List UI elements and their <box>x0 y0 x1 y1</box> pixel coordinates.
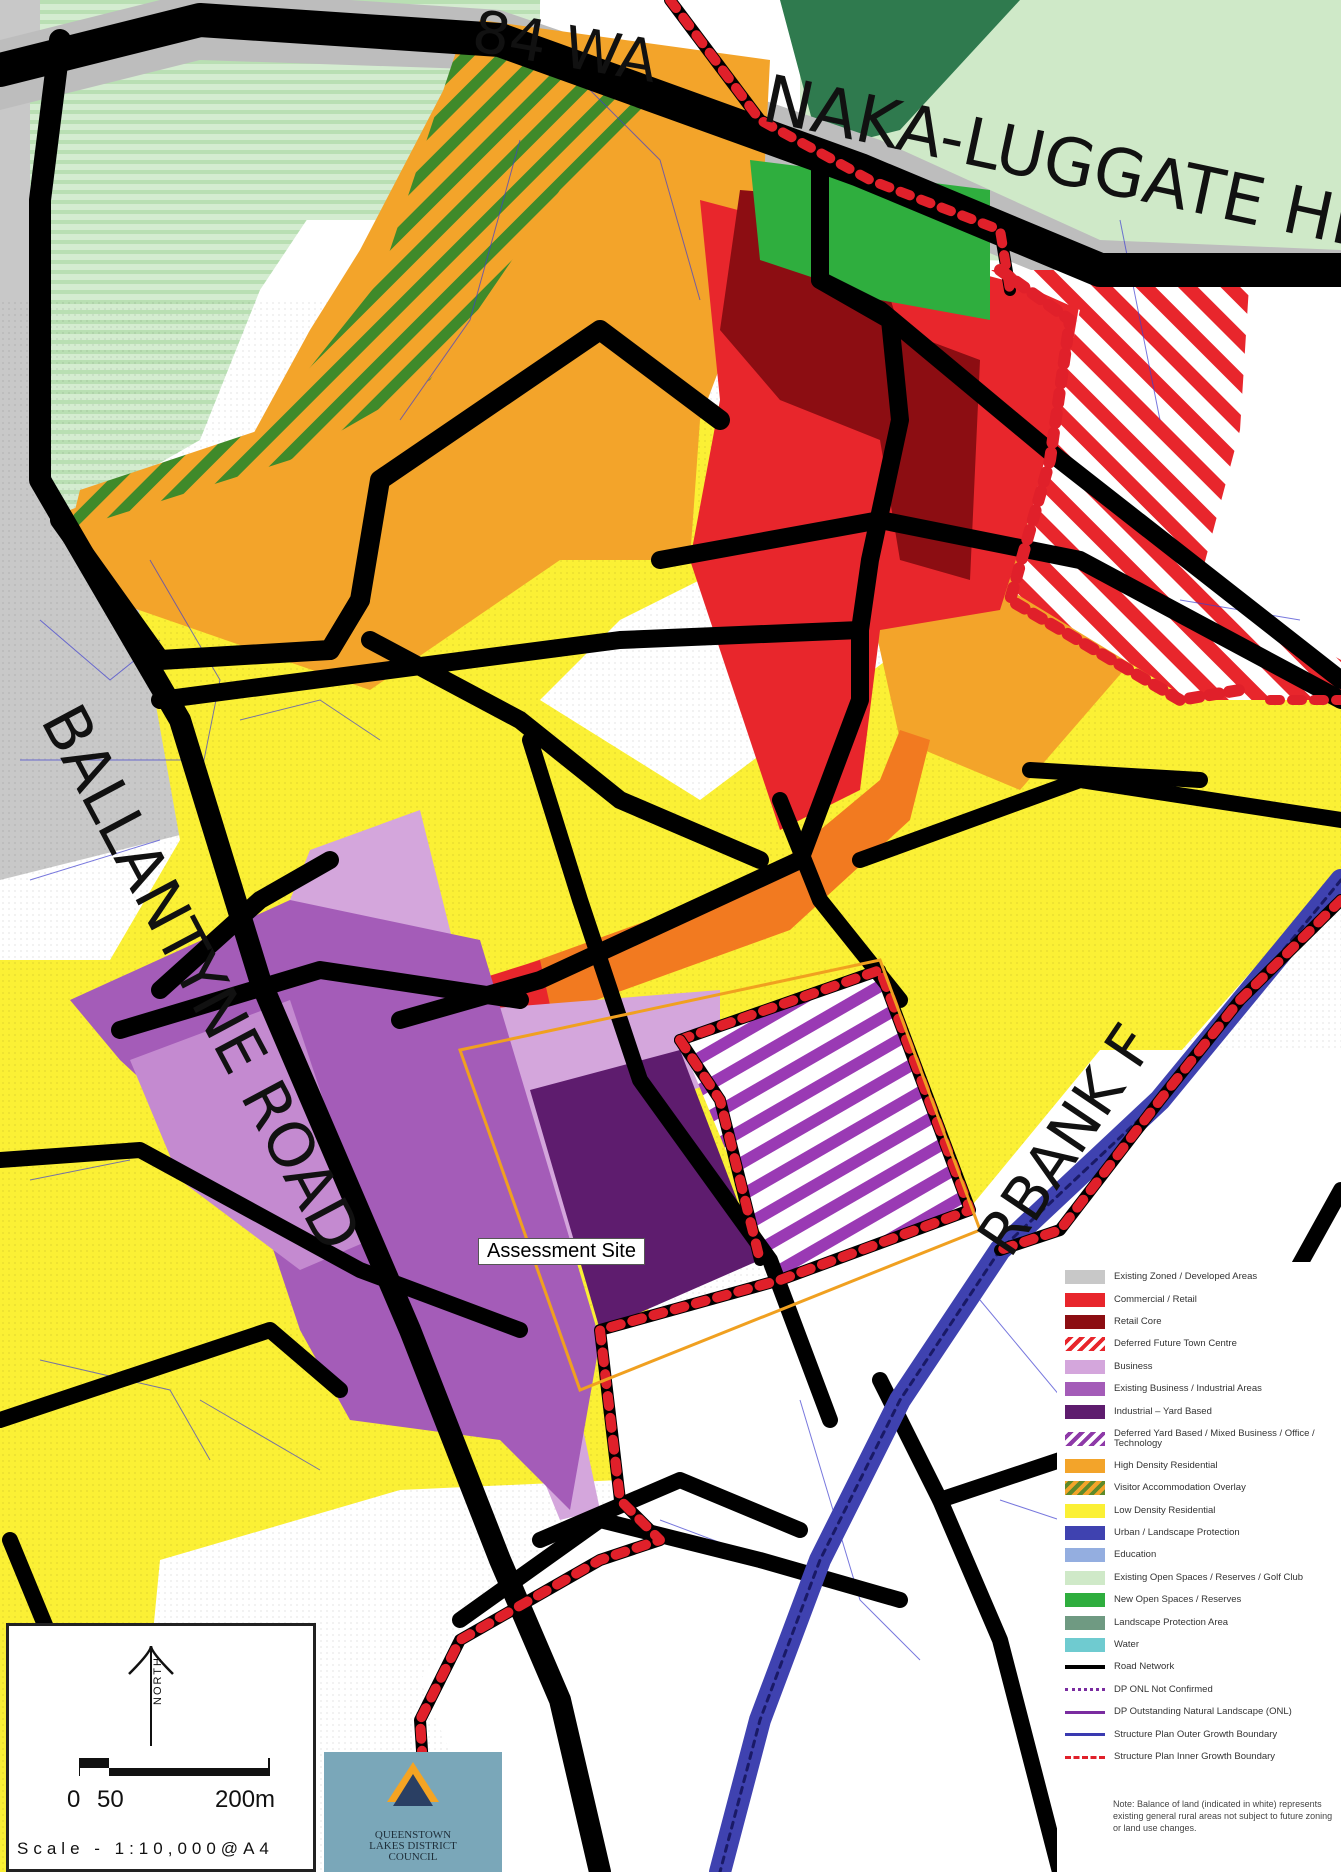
legend-swatch <box>1065 1548 1105 1563</box>
legend-item: DP Outstanding Natural Landscape (ONL) <box>1065 1701 1341 1723</box>
legend-swatch <box>1065 1382 1105 1397</box>
legend-item: Existing Open Spaces / Reserves / Golf C… <box>1065 1567 1341 1589</box>
assessment-site-label: Assessment Site <box>478 1238 645 1265</box>
legend-swatch <box>1065 1710 1105 1714</box>
visitor-accommodation-overlay <box>70 40 660 530</box>
legend-swatch <box>1065 1615 1105 1630</box>
logo-text: QUEENSTOWN LAKES DISTRICT COUNCIL <box>324 1830 502 1863</box>
scale-caption: Scale - 1:10,000@A4 <box>17 1839 274 1858</box>
legend-swatch <box>1065 1481 1105 1496</box>
legend-item: Retail Core <box>1065 1311 1341 1333</box>
legend-swatch <box>1065 1292 1105 1307</box>
legend-item: Low Density Residential <box>1065 1500 1341 1522</box>
legend-swatch <box>1065 1526 1105 1541</box>
legend-label: Structure Plan Inner Growth Boundary <box>1114 1751 1276 1762</box>
deferred-yard-based <box>680 970 970 1280</box>
legend-swatch <box>1065 1733 1105 1737</box>
legend-label: Water <box>1114 1639 1139 1651</box>
legend-label: Industrial – Yard Based <box>1114 1405 1212 1417</box>
legend-item: Visitor Accommodation Overlay <box>1065 1477 1341 1499</box>
legend-swatch <box>1065 1755 1105 1759</box>
legend-label: DP ONL Not Confirmed <box>1114 1683 1213 1695</box>
legend-swatch <box>1065 1337 1105 1352</box>
legend-label: Existing Zoned / Developed Areas <box>1114 1271 1258 1283</box>
logo-line-3: COUNCIL <box>388 1851 438 1863</box>
legend-item: Existing Zoned / Developed Areas <box>1065 1266 1341 1288</box>
legend-label: Commercial / Retail <box>1114 1293 1197 1305</box>
legend-swatch <box>1065 1458 1105 1473</box>
logo-line-2: LAKES DISTRICT <box>369 1840 457 1852</box>
legend-item: Commercial / Retail <box>1065 1288 1341 1310</box>
existing-business-industrial-inner <box>130 1000 370 1270</box>
legend-item: Landscape Protection Area <box>1065 1611 1341 1633</box>
scale-box: 0 50 200m Scale - 1:10,000@A4 <box>6 1623 316 1872</box>
legend-item: High Density Residential <box>1065 1455 1341 1477</box>
legend-label: Education <box>1114 1549 1157 1561</box>
scale-tick-0: 0 <box>67 1786 81 1813</box>
legend-label: Deferred Future Town Centre <box>1114 1338 1237 1350</box>
mountain-logo-icon <box>383 1758 443 1828</box>
scale-bar <box>79 1758 270 1776</box>
legend-label: Visitor Accommodation Overlay <box>1114 1482 1246 1494</box>
legend-note: Note: Balance of land (indicated in whit… <box>1113 1799 1333 1834</box>
legend-label: Existing Business / Industrial Areas <box>1114 1383 1262 1395</box>
legend-swatch <box>1065 1270 1105 1285</box>
legend-label: Road Network <box>1114 1661 1175 1673</box>
legend-item: DP ONL Not Confirmed <box>1065 1679 1341 1701</box>
legend-label: Landscape Protection Area <box>1114 1616 1229 1628</box>
legend-swatch <box>1065 1503 1105 1518</box>
legend-label: Deferred Yard Based / Mixed Business / O… <box>1114 1427 1315 1449</box>
legend-label: New Open Spaces / Reserves <box>1114 1594 1242 1606</box>
legend-swatch <box>1065 1593 1105 1608</box>
council-logo: QUEENSTOWN LAKES DISTRICT COUNCIL <box>324 1752 502 1872</box>
retail-core <box>720 190 980 580</box>
north-label: NORTH <box>152 1656 164 1705</box>
legend-swatch <box>1065 1665 1105 1670</box>
legend-label: High Density Residential <box>1114 1459 1218 1471</box>
legend-swatch <box>1065 1570 1105 1585</box>
legend-label: Business <box>1114 1360 1153 1372</box>
legend-item: Urban / Landscape Protection <box>1065 1522 1341 1544</box>
logo-line-1: QUEENSTOWN <box>374 1829 452 1841</box>
legend-item: Road Network <box>1065 1656 1341 1678</box>
legend-item: Water <box>1065 1634 1341 1656</box>
legend-label: Urban / Landscape Protection <box>1114 1527 1240 1539</box>
legend-item: Structure Plan Outer Growth Boundary <box>1065 1723 1341 1745</box>
legend-item: Business <box>1065 1356 1341 1378</box>
legend-item: New Open Spaces / Reserves <box>1065 1589 1341 1611</box>
legend-swatch <box>1065 1359 1105 1374</box>
legend-label: Retail Core <box>1114 1315 1162 1327</box>
legend-label: DP Outstanding Natural Landscape (ONL) <box>1114 1706 1292 1718</box>
north-arrow-icon <box>128 1645 174 1746</box>
road-network <box>0 3 1341 1872</box>
legend-swatch <box>1065 1638 1105 1653</box>
scale-tick-50: 50 <box>97 1786 124 1813</box>
legend-swatch <box>1065 1688 1105 1692</box>
legend-label: Existing Open Spaces / Reserves / Golf C… <box>1114 1571 1304 1583</box>
legend-label: Structure Plan Outer Growth Boundary <box>1114 1728 1278 1740</box>
rural-north-east <box>1200 270 1341 660</box>
legend-swatch <box>1065 1431 1105 1446</box>
legend-item: Existing Business / Industrial Areas <box>1065 1378 1341 1400</box>
assessment-site-outline[interactable] <box>458 958 982 1392</box>
legend-item: Deferred Yard Based / Mixed Business / O… <box>1065 1423 1341 1455</box>
legend-label: Low Density Residential <box>1114 1504 1216 1516</box>
legend-item: Deferred Future Town Centre <box>1065 1333 1341 1355</box>
legend-swatch <box>1065 1314 1105 1329</box>
legend-item: Education <box>1065 1544 1341 1566</box>
inner-growth-boundary <box>414 0 1341 1872</box>
landscape-protection-area <box>780 0 1020 150</box>
legend-item: Structure Plan Inner Growth Boundary <box>1065 1746 1341 1768</box>
legend-item: Industrial – Yard Based <box>1065 1400 1341 1422</box>
scale-tick-200: 200m <box>215 1786 276 1813</box>
legend-swatch <box>1065 1404 1105 1419</box>
